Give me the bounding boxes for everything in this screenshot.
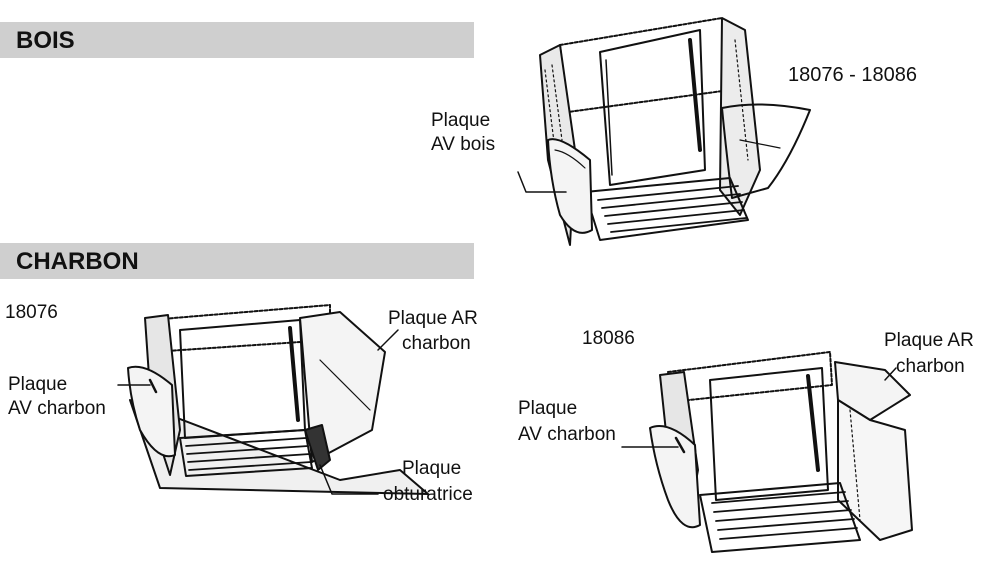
c18076-front-plate [127,365,176,458]
model-18086-label: 18086 [582,328,635,349]
c18086-front-plate [649,425,701,529]
label-c18086-ar-line1: Plaque AR [884,330,974,351]
charbon-18086-firebox-drawing [621,351,913,553]
label-c18076-av-line2: AV charbon [8,398,106,419]
c18086-rear-plate [834,361,911,421]
label-c18076-obturatrice-line2: obturatrice [383,484,473,505]
bois-rear-plate [721,103,811,199]
bois-right-wall [719,17,761,216]
leader-c18076-obturatrice [319,464,379,495]
label-plaque-av-bois-line1: Plaque [431,110,491,131]
label-c18076-ar-line2: charbon [402,333,471,354]
c18076-base-plate [129,399,429,495]
c18076-center-panel [179,319,306,439]
bois-front-plate [547,138,593,234]
label-c18086-av-line2: AV charbon [518,424,616,445]
charbon-18076-firebox-drawing [117,304,429,495]
label-c18086-av-line1: Plaque [518,398,578,419]
model-18076-label: 18076 [5,302,58,323]
bois-back-wall [559,17,731,113]
c18086-grate-floor [699,482,861,553]
label-plaque-av-bois-line2: AV bois [431,134,496,155]
c18086-right-wall [837,399,913,541]
c18086-center-panel [709,367,829,501]
leader-plaque-av-bois [517,171,567,193]
leader-c18076-ar [377,329,399,351]
bois-firebox-drawing [517,17,811,246]
bois-models-label: 18076 - 18086 [788,64,918,86]
c18076-obturatrice-plate [304,424,331,471]
bois-center-panel [599,29,706,186]
label-c18076-av-line1: Plaque [8,374,68,395]
label-c18086-ar-line2: charbon [896,356,965,377]
section-charbon-banner: CHARBON [0,243,474,279]
section-bois-banner: BOIS [0,22,474,58]
bois-grate-floor [584,177,749,241]
leader-c18086-ar [884,367,897,381]
label-c18076-ar-line1: Plaque AR [388,308,478,329]
label-c18076-obturatrice-line1: Plaque [402,458,462,479]
c18076-grate-floor [179,429,313,477]
